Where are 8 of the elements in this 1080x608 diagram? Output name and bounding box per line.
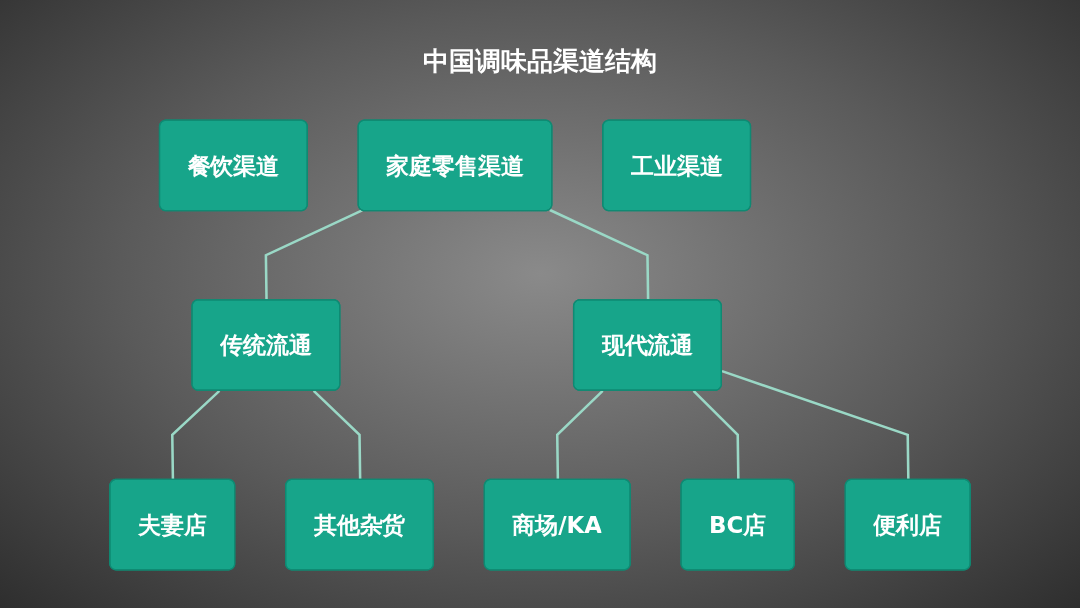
connector (721, 369, 910, 481)
connector (264, 209, 363, 301)
connector (692, 389, 740, 481)
diagram-title: 中国调味品渠道结构 (422, 45, 658, 78)
connector (555, 389, 604, 481)
connector (549, 208, 650, 301)
connector (171, 389, 221, 481)
connector (312, 389, 362, 481)
